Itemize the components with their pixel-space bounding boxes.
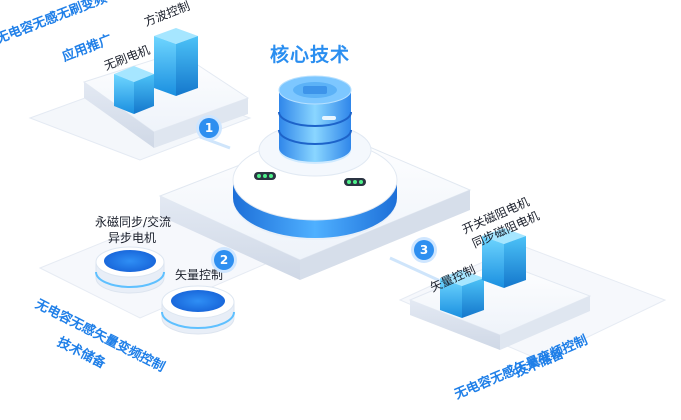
label-pmsm-line2: 异步电机	[108, 231, 157, 245]
badge-3: 3	[414, 240, 434, 260]
core-cylinder	[278, 75, 352, 164]
label-vector-control-2: 矢量控制	[175, 268, 224, 282]
badge-1: 1	[199, 118, 219, 138]
badge-2: 2	[214, 250, 234, 270]
disk-vector	[161, 285, 235, 335]
core-title: 核心技术	[270, 44, 351, 66]
cube-reluctance-motor	[482, 228, 526, 288]
platform-area3	[398, 244, 667, 361]
cube-square-wave	[154, 28, 198, 96]
disk-motor	[95, 246, 165, 294]
label-pmsm-line1: 永磁同步/交流	[95, 215, 172, 229]
core-pedestal	[232, 123, 398, 240]
cube-vector-control	[440, 270, 484, 318]
cube-brushless-motor	[114, 66, 154, 114]
